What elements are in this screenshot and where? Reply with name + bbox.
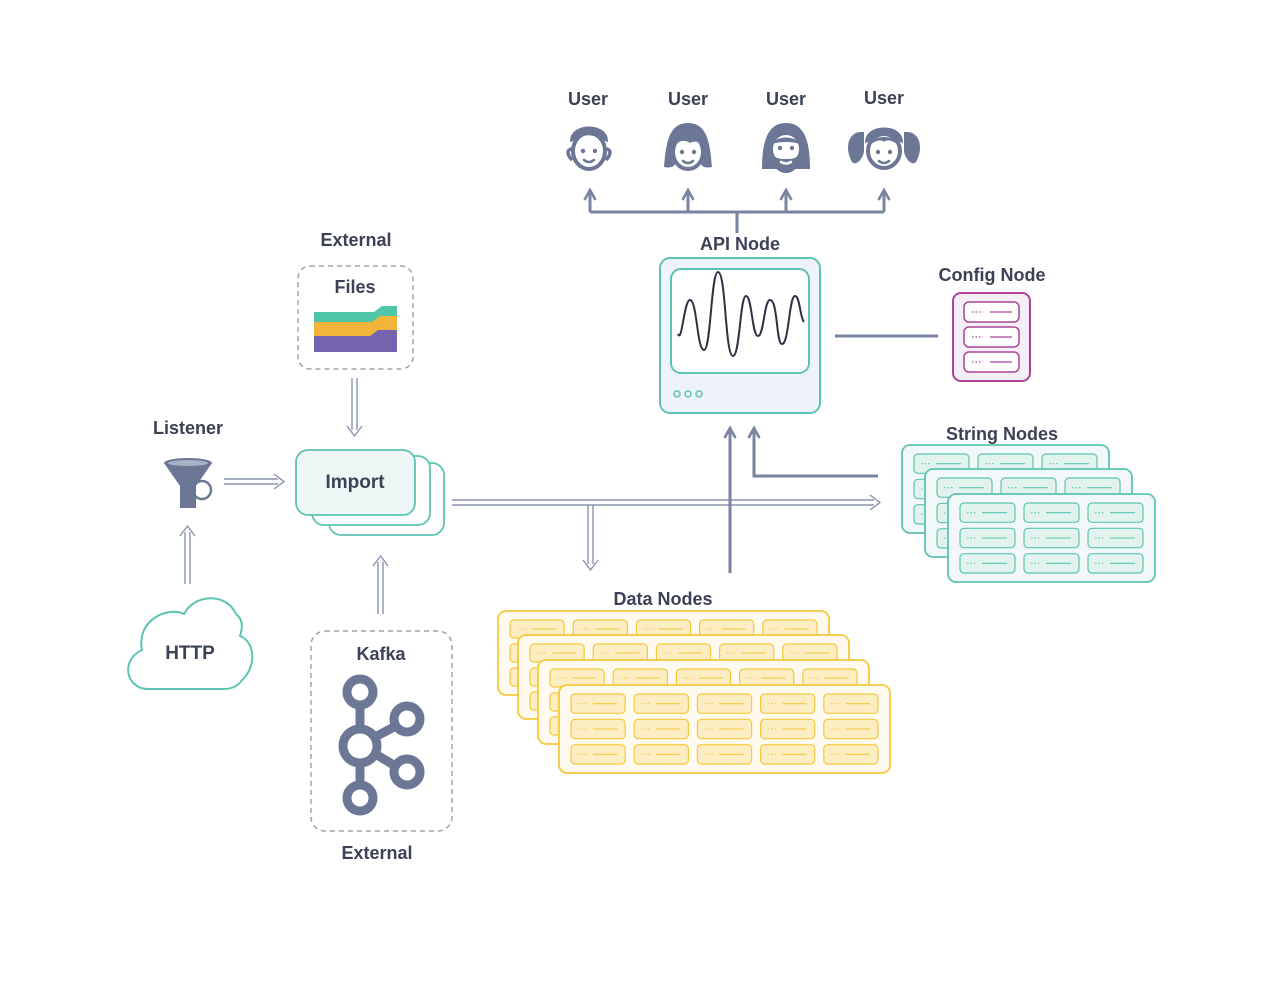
files-external-box: [297, 265, 414, 370]
api-node-label: API Node: [699, 234, 781, 254]
listener-label: Listener: [152, 418, 224, 438]
arrow-http-to-listener: [179, 524, 196, 584]
arrow-to-data-nodes: [582, 505, 599, 572]
kafka-group-label: External: [341, 843, 413, 863]
data-nodes-stack: [497, 610, 891, 774]
users-bus-line: [590, 210, 884, 233]
arrow-import-to-string-nodes: [452, 494, 882, 511]
arrow-kafka-to-import: [372, 554, 389, 614]
api-node: [659, 257, 821, 414]
user-4-label: User: [863, 88, 905, 108]
arrow-string-to-api: [754, 428, 878, 478]
user-3-label: User: [765, 89, 807, 109]
files-label: Files: [334, 277, 376, 297]
data-node-panel-4: [558, 684, 891, 774]
user-1-label: User: [567, 89, 609, 109]
http-label: HTTP: [165, 643, 215, 664]
string-nodes-stack: [901, 444, 1156, 583]
waveform-monitor-icon: [677, 270, 805, 358]
boy-face-icon: [566, 126, 612, 171]
string-node-panel-3: [947, 493, 1156, 583]
arrow-listener-to-import: [224, 473, 286, 490]
funnel-icon: [164, 458, 213, 508]
string-nodes-label: String Nodes: [945, 424, 1059, 444]
config-node-label: Config Node: [938, 265, 1046, 285]
import-stack: [295, 449, 445, 536]
kafka-label: Kafka: [356, 644, 406, 664]
users: [566, 123, 920, 173]
girl-short-hair-face-icon: [664, 123, 712, 171]
kafka-external-box: [310, 630, 453, 832]
cloud-icon: [127, 597, 254, 690]
data-nodes-label: Data Nodes: [613, 589, 713, 609]
arrow-files-to-import: [346, 378, 363, 438]
config-node: [952, 292, 1031, 382]
files-group-label: External: [320, 230, 392, 250]
folder-stack-icon: [314, 306, 397, 352]
connectors: [179, 190, 938, 614]
bearded-face-icon: [762, 123, 810, 173]
import-label: Import: [325, 472, 385, 493]
kafka-icon: [338, 674, 425, 816]
girl-pigtails-face-icon: [848, 127, 920, 170]
user-2-label: User: [667, 89, 709, 109]
